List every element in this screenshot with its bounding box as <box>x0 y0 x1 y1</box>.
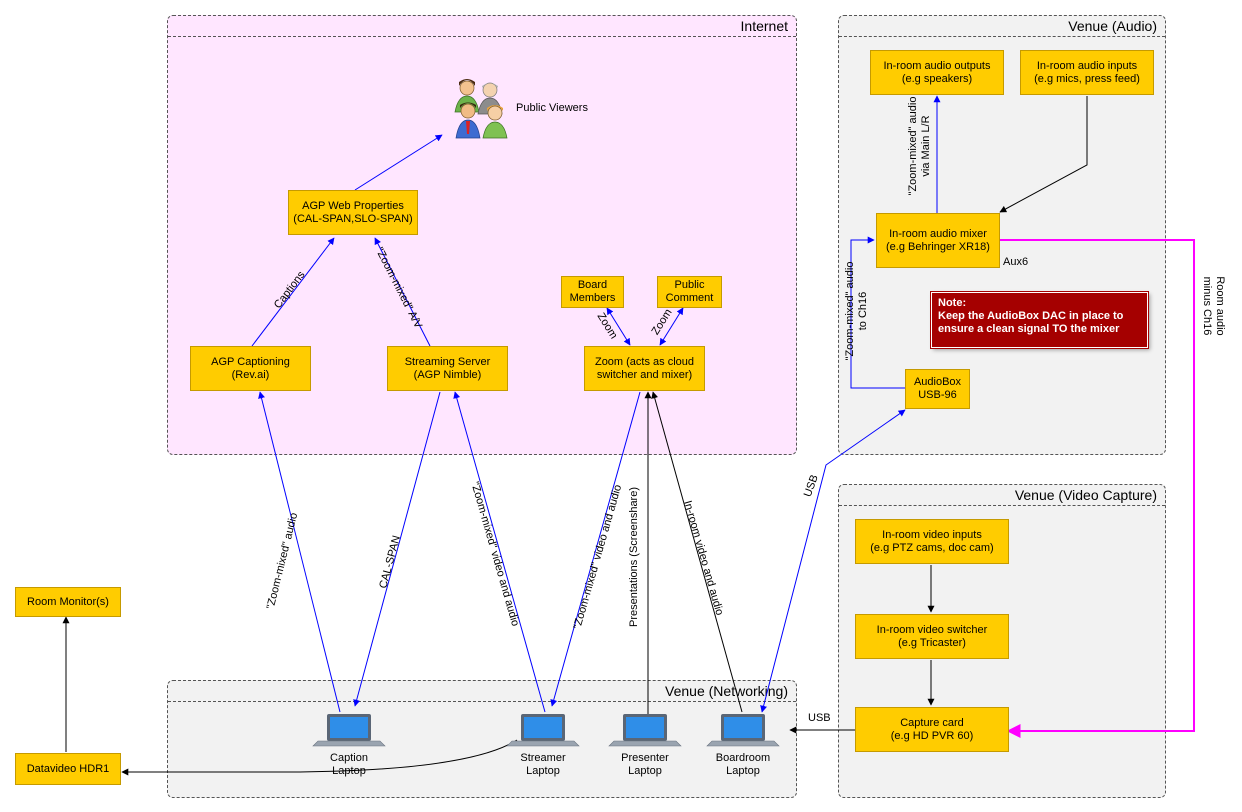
edge-boardroom-to-zoom <box>651 391 743 713</box>
node-label-line2: (AGP Nimble) <box>413 368 482 381</box>
node-board-members: Board Members <box>561 276 624 308</box>
group-venue-audio-title: Venue (Audio) <box>839 16 1165 37</box>
group-venue-video-title: Venue (Video Capture) <box>839 485 1165 506</box>
node-label-line1: In-room audio inputs <box>1036 59 1138 72</box>
node-label-line2: Members <box>569 292 616 304</box>
edge-board-zoom <box>606 307 631 346</box>
node-zoom: Zoom (acts as cloud switcher and mixer) <box>584 346 705 391</box>
laptop-label-line2: Laptop <box>526 765 560 777</box>
node-label-line1: Capture card <box>900 716 964 729</box>
node-label-line1: AGP Captioning <box>211 355 290 368</box>
node-datavideo: Datavideo HDR1 <box>15 753 121 785</box>
node-label-line1: AudioBox <box>913 376 962 388</box>
node-label-line1: Board <box>577 279 608 291</box>
node-video-inputs: In-room video inputs (e.g PTZ cams, doc … <box>855 519 1009 564</box>
node-label-line1: In-room video inputs <box>882 528 982 541</box>
boardroom-laptop-icon <box>706 714 780 747</box>
node-label-line2: Comment <box>665 292 714 304</box>
edge-label-aux6: Aux6 <box>1003 256 1029 268</box>
node-label-line1: In-room audio outputs <box>883 59 991 72</box>
node-video-switcher: In-room video switcher (e.g Tricaster) <box>855 614 1009 659</box>
edge-zoom-to-streamer-laptop <box>550 391 641 707</box>
node-label-line1: In-room audio mixer <box>889 227 987 240</box>
node-label-line2: USB-96 <box>918 389 957 401</box>
group-venue-networking-title: Venue (Networking) <box>168 681 796 702</box>
node-label-line1: AGP Web Properties <box>302 199 404 212</box>
streamer-laptop-icon <box>506 714 580 747</box>
node-room-monitors: Room Monitor(s) <box>15 587 121 617</box>
caption-laptop-label: Caption Laptop <box>314 752 384 778</box>
edge-label-room-audio: Room audio minus Ch16 <box>1200 256 1226 356</box>
node-public-comment: Public Comment <box>657 276 722 308</box>
edge-captioning-to-web <box>251 237 335 347</box>
laptop-label-line2: Laptop <box>726 765 760 777</box>
laptop-label-line1: Boardroom <box>715 752 771 764</box>
node-label-line1: Streaming Server <box>404 355 491 368</box>
node-label-line2: (e.g PTZ cams, doc cam) <box>870 541 994 554</box>
node-label-line1: Zoom (acts as cloud <box>594 355 695 368</box>
edge-streamer-to-datavideo <box>121 739 518 776</box>
node-label-line1: Public <box>674 279 705 291</box>
edge-web-to-viewers <box>354 134 443 191</box>
edge-inputs-to-mixer <box>999 96 1088 213</box>
laptop-label-line1: Presenter <box>621 752 669 764</box>
node-label: Room Monitor(s) <box>27 595 109 608</box>
edge-label-main-lr: "Zoom-mixed" audio via Main L/R <box>907 86 933 206</box>
node-label-line2: (CAL-SPAN,SLO-SPAN) <box>293 212 413 225</box>
presenter-laptop-label: Presenter Laptop <box>610 752 680 778</box>
streamer-laptop-label: Streamer Laptop <box>508 752 578 778</box>
note-body: Keep the AudioBox DAC in place to ensure… <box>938 310 1124 335</box>
node-capture-card: Capture card (e.g HD PVR 60) <box>855 707 1009 752</box>
laptop-label-line2: Laptop <box>332 765 366 777</box>
edge-mixer-to-capture <box>1000 239 1195 738</box>
boardroom-laptop-label: Boardroom Laptop <box>708 752 778 778</box>
caption-laptop-icon <box>312 714 386 747</box>
laptop-label-line2: Laptop <box>628 765 662 777</box>
edge-label-line2: to Ch16 <box>857 291 869 331</box>
node-audiobox: AudioBox USB-96 <box>905 369 970 409</box>
node-streaming-server: Streaming Server (AGP Nimble) <box>387 346 508 391</box>
group-venue-networking: Venue (Networking) <box>167 680 797 798</box>
node-label: Datavideo HDR1 <box>26 762 110 775</box>
edge-label-presentations: Presentations (Screenshare) <box>628 486 641 628</box>
edge-streaming-to-caption-laptop <box>353 391 441 707</box>
node-agp-captioning: AGP Captioning (Rev.ai) <box>190 346 311 391</box>
edge-streaming-to-web <box>374 237 431 347</box>
public-viewers-label: Public Viewers <box>516 102 588 114</box>
node-label-line2: (e.g Tricaster) <box>898 636 966 649</box>
node-label-line2: (e.g HD PVR 60) <box>890 729 974 742</box>
edge-streamer-laptop-to-streaming <box>453 391 546 713</box>
laptop-label-line1: Caption <box>330 752 368 764</box>
node-label-line2: (e.g mics, press feed) <box>1034 72 1140 85</box>
node-label-line2: switcher and mixer) <box>596 368 693 381</box>
edge-audiobox-to-mixer <box>850 236 905 389</box>
edge-label-ch16: "Zoom-mixed" audio to Ch16 <box>844 251 870 371</box>
edge-label-line2: via Main L/R <box>920 115 932 177</box>
note-title: Note: <box>938 297 967 309</box>
note-callout: Note: Keep the AudioBox DAC in place to … <box>930 291 1149 349</box>
node-label-line1: In-room video switcher <box>876 623 988 636</box>
edge-public-zoom <box>659 307 684 346</box>
edge-label-line1: "Zoom-mixed" audio <box>907 96 919 196</box>
edge-label-line1: Room audio <box>1214 276 1226 336</box>
presenter-laptop-icon <box>608 714 682 747</box>
edge-label-line1: "Zoom-mixed" audio <box>844 261 856 361</box>
node-audio-mixer: In-room audio mixer (e.g Behringer XR18) <box>876 213 1000 268</box>
edge-audiobox-boardroom-usb <box>760 409 906 713</box>
node-label-line2: (Rev.ai) <box>231 368 270 381</box>
node-label-line2: (e.g speakers) <box>901 72 973 85</box>
node-label-line2: (e.g Behringer XR18) <box>886 240 990 253</box>
edge-label-line2: minus Ch16 <box>1201 276 1213 336</box>
node-agp-web-properties: AGP Web Properties (CAL-SPAN,SLO-SPAN) <box>288 190 418 235</box>
edge-caption-laptop-to-captioning <box>258 391 341 713</box>
edge-label-usb-horizontal: USB <box>808 712 831 724</box>
node-audio-inputs: In-room audio inputs (e.g mics, press fe… <box>1020 50 1154 95</box>
public-viewers-icon <box>454 79 508 139</box>
node-audio-outputs: In-room audio outputs (e.g speakers) <box>870 50 1004 95</box>
laptop-label-line1: Streamer <box>520 752 566 764</box>
group-internet-title: Internet <box>168 16 796 37</box>
